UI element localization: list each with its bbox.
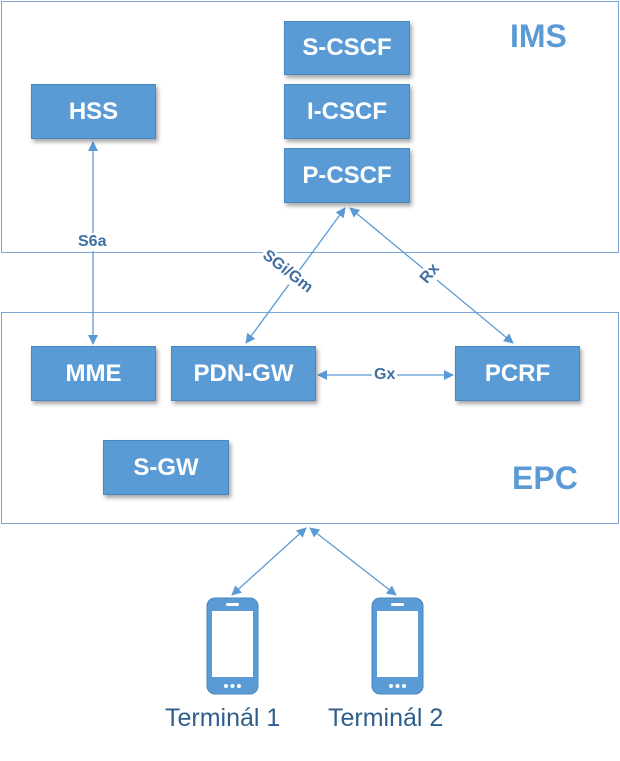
pcrf-node: PCRF [455,346,580,401]
hss-node: HSS [31,84,156,139]
terminal2-line [309,527,397,596]
smartphone-icon [206,597,259,695]
smartphone-icon [371,597,424,695]
s6a-label: S6a [76,233,109,251]
pdn-gw-node: PDN-GW [171,346,316,401]
ims-label: IMS [510,18,567,54]
epc-label: EPC [512,460,578,496]
gx-label: Gx [372,366,398,384]
s-gw-node: S-GW [103,440,229,495]
s-cscf-node: S-CSCF [284,21,410,75]
terminal-2-label: Terminál 2 [328,704,444,732]
p-cscf-node: P-CSCF [284,148,410,203]
mme-node: MME [31,346,156,401]
terminal1-line [231,527,307,596]
i-cscf-node: I-CSCF [284,84,410,139]
terminal-1-label: Terminál 1 [165,704,281,732]
